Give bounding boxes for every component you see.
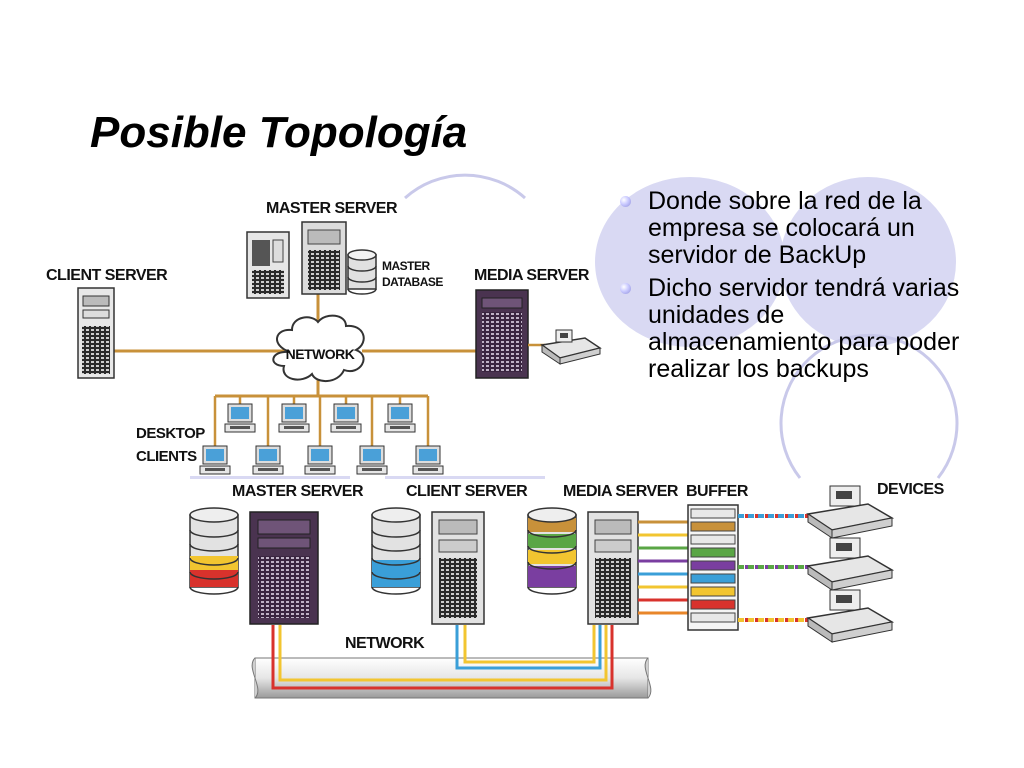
storage-device <box>806 589 895 643</box>
network-cloud: NETWORK <box>272 314 365 382</box>
decor-arc-bottom <box>779 333 959 479</box>
client-server-label-top: CLIENT SERVER <box>46 267 168 284</box>
storage-devices <box>806 485 895 643</box>
master-database-label-1: MASTER <box>382 259 431 273</box>
master-database-icon <box>347 249 377 295</box>
desktop-pc <box>412 445 444 475</box>
bullet-text: Dicho servidor tendrá varias unidades de… <box>648 274 960 383</box>
bullet-dot-icon <box>620 196 631 207</box>
desktop-clients-label-1: DESKTOP <box>136 425 205 442</box>
slide-title: Posible Topología <box>90 108 468 157</box>
network-label-top: NETWORK <box>286 346 355 362</box>
buffer-stack <box>687 504 739 631</box>
decor-arc-top <box>404 173 526 200</box>
cables <box>271 625 614 690</box>
storage-device <box>806 537 895 591</box>
master-server-top <box>246 221 347 299</box>
desktop-pc <box>304 445 336 475</box>
desktop-pc <box>356 445 388 475</box>
network-label-bottom: NETWORK <box>345 635 425 652</box>
divider-right <box>385 476 545 479</box>
storage-device <box>806 485 895 539</box>
desktop-clients-label-2: CLIENTS <box>136 448 197 465</box>
media-device-top <box>540 329 602 365</box>
decor-circle-left <box>595 177 785 347</box>
master-database-label-2: DATABASE <box>382 275 443 289</box>
media-server-label-top: MEDIA SERVER <box>474 267 590 284</box>
media-server-top <box>475 289 529 379</box>
client-server-label-bottom: CLIENT SERVER <box>406 483 528 500</box>
desktop-pc <box>384 403 416 433</box>
client-server-top <box>77 287 115 379</box>
divider-left <box>190 476 350 479</box>
desktop-drops <box>213 396 430 448</box>
master-server-bottom <box>189 507 319 625</box>
bullet-item: Donde sobre la red de la empresa se colo… <box>620 188 965 269</box>
bullet-text: Donde sobre la red de la empresa se colo… <box>648 187 922 269</box>
buffer-label: BUFFER <box>686 483 749 500</box>
devices-label: DEVICES <box>877 481 945 498</box>
decor-circles <box>404 173 959 479</box>
media-to-buffer-links <box>638 520 688 615</box>
media-server-bottom <box>527 507 639 625</box>
desktop-clients <box>199 403 444 475</box>
bullet-dot-icon <box>620 283 631 294</box>
decor-circle-right <box>780 177 956 347</box>
bullet-list: Donde sobre la red de la empresa se colo… <box>620 188 965 389</box>
media-server-label-bottom: MEDIA SERVER <box>563 483 679 500</box>
master-server-label-top: MASTER SERVER <box>266 200 398 217</box>
bullet-item: Dicho servidor tendrá varias unidades de… <box>620 275 965 383</box>
top-topology: NETWORK CLIENT SERVER MASTER SERVER MAST… <box>46 200 602 475</box>
desktop-pc <box>252 445 284 475</box>
client-server-bottom <box>371 507 485 625</box>
desktop-pc <box>224 403 256 433</box>
buffer-to-device-links <box>738 514 812 622</box>
master-server-label-bottom: MASTER SERVER <box>232 483 364 500</box>
desktop-pc <box>278 403 310 433</box>
network-pipe <box>251 657 652 699</box>
bottom-topology: MASTER SERVER CLIENT SERVER MEDIA SERVER… <box>189 481 945 699</box>
desktop-pc <box>330 403 362 433</box>
desktop-pc <box>199 445 231 475</box>
